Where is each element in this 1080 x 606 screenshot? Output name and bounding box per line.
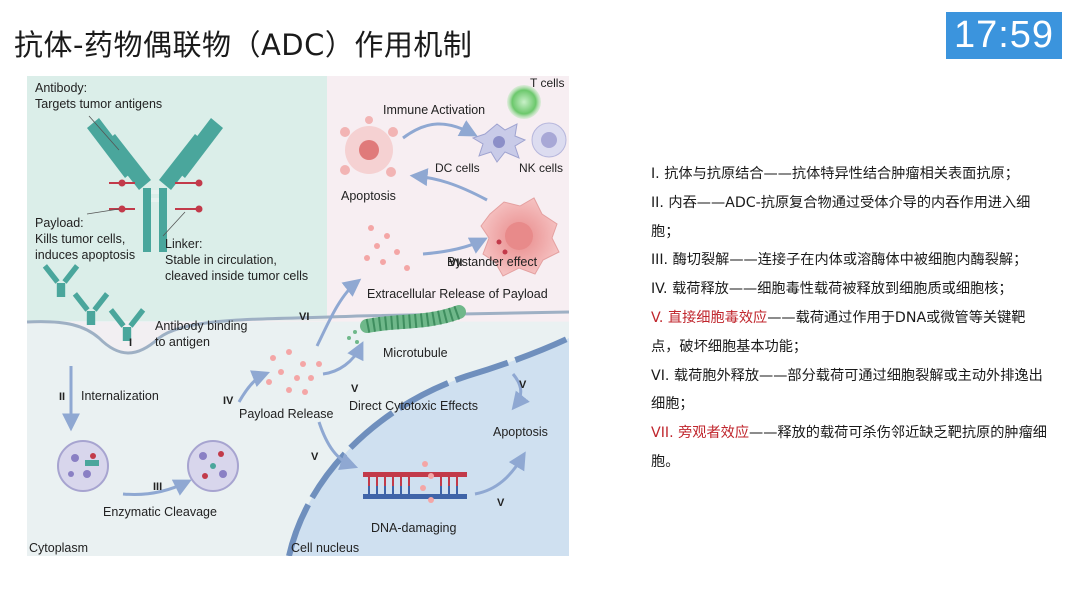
- payload-pointer: [86, 208, 120, 215]
- apoptosis-right-label: Apoptosis: [493, 425, 548, 439]
- enzymatic-cleavage-label: Enzymatic Cleavage: [103, 505, 217, 519]
- direct-cytotoxic-label: Direct Cytotoxic Effects: [349, 399, 478, 413]
- internalization-label: Internalization: [81, 389, 159, 403]
- step-highlight: VII. 旁观者效应: [651, 425, 750, 442]
- immune-activation-label: Immune Activation: [383, 103, 485, 117]
- step-ii-label: II: [59, 391, 65, 403]
- payload-desc-1: Kills tumor cells,: [35, 232, 125, 246]
- step-text: VI. 载荷胞外释放——部分载荷可通过细胞裂解或主动外排逸出细胞；: [651, 367, 1043, 413]
- bystander-to-apoptosis-arrow: [409, 168, 488, 202]
- step-item-vi: VI. 载荷胞外释放——部分载荷可通过细胞裂解或主动外排逸出细胞；: [651, 362, 1051, 420]
- payload-dot: [118, 205, 126, 213]
- step-text: III. 酶切裂解——连接子在内体或溶酶体中被细胞内酶裂解；: [651, 252, 1028, 269]
- step-text: ——载荷通过作用于DNA或微管等关键靶点，破坏细胞基本功能；: [651, 309, 1026, 355]
- cell-nucleus-label: Cell nucleus: [291, 541, 359, 555]
- dc-cells-label: DC cells: [435, 161, 480, 175]
- antibody-pointer: [88, 115, 120, 151]
- adc-mechanism-diagram: Antibody: Targets tumor antigens Payload…: [27, 76, 569, 556]
- nk-cell-icon: [531, 122, 567, 158]
- to-apoptosis-arrow-1: [511, 373, 530, 411]
- linker-label: Linker:: [165, 237, 203, 251]
- diagram-canvas: Antibody: Targets tumor antigens Payload…: [27, 76, 569, 556]
- dc-cell-icon: [471, 123, 527, 163]
- apoptotic-cell-icon: [340, 116, 398, 177]
- bystander-arrow: [422, 237, 488, 256]
- cell-membrane-outside: [27, 314, 569, 352]
- nk-cells-label: NK cells: [519, 161, 563, 175]
- linker-desc-2: cleaved inside tumor cells: [165, 269, 308, 283]
- step-highlight: V. 直接细胞毒效应: [651, 309, 768, 326]
- linker-desc-1: Stable in circulation,: [165, 253, 277, 267]
- step-iii-arrow: [122, 479, 192, 496]
- step-text: ——释放的载荷可杀伤邻近缺乏靶抗原的肿瘤细胞。: [651, 425, 1047, 470]
- tumor-cell-icon: [480, 197, 560, 277]
- to-apoptosis-arrow-2: [474, 451, 526, 496]
- extracellular-release-label: Extracellular Release of Payload: [367, 287, 548, 301]
- step-v-label-c: V: [519, 379, 527, 391]
- extracellular-payload-dots: [364, 225, 410, 271]
- binding-label-1: Antibody binding: [155, 319, 247, 333]
- to-dna-arrow: [317, 421, 359, 470]
- cytoplasm-label: Cytoplasm: [29, 541, 88, 555]
- endosome-icon: [57, 440, 109, 492]
- dna-icon: [363, 461, 467, 503]
- adc-binding-icon: [108, 308, 146, 341]
- to-microtubule-arrow: [322, 341, 364, 376]
- binding-label-2: to antigen: [155, 335, 210, 349]
- payload-label: Payload:: [35, 216, 84, 230]
- payload-dot: [195, 179, 203, 187]
- payload-dot: [118, 179, 126, 187]
- t-cell-icon: [507, 85, 541, 119]
- slide-title: 抗体-药物偶联物（ADC）作用机制: [14, 28, 473, 62]
- step-vi-label: VI: [299, 311, 309, 323]
- bystander-effect-label: Bystander effect: [447, 255, 538, 269]
- antibody-icon: [87, 118, 223, 252]
- step-iii-label: III: [153, 481, 162, 493]
- payload-release-label: Payload Release: [239, 407, 334, 421]
- antibody-desc: Targets tumor antigens: [35, 97, 162, 111]
- step-text: I. 抗体与抗原结合——抗体特异性结合肿瘤相关表面抗原；: [651, 166, 1019, 182]
- step-item-vii: VII. 旁观者效应——释放的载荷可杀伤邻近缺乏靶抗原的肿瘤细胞。: [651, 419, 1051, 477]
- step-text: II. 内吞——ADC-抗原复合物通过受体介导的内吞作用进入细胞；: [651, 194, 1031, 240]
- mechanism-steps-list: I. 抗体与抗原结合——抗体特异性结合肿瘤相关表面抗原； II. 内吞——ADC…: [651, 160, 1051, 477]
- step-iv-arrow: [237, 370, 271, 403]
- step-item-v: V. 直接细胞毒效应——载荷通过作用于DNA或微管等关键靶点，破坏细胞基本功能；: [651, 304, 1051, 362]
- payload-desc-2: induces apoptosis: [35, 248, 135, 262]
- step-vi-arrow: [315, 278, 362, 347]
- step-v-label-b: V: [311, 451, 319, 463]
- lysosome-icon: [187, 440, 239, 492]
- step-text: IV. 载荷释放——细胞毒性载荷被释放到细胞质或细胞核；: [651, 281, 1013, 298]
- step-item-iii: III. 酶切裂解——连接子在内体或溶酶体中被细胞内酶裂解；: [651, 246, 1051, 275]
- step-v-label-d: V: [497, 497, 505, 509]
- antibody-label: Antibody:: [35, 81, 87, 95]
- t-cells-label: T cells: [530, 76, 564, 90]
- linker-pointer: [162, 211, 186, 237]
- step-vii-label: VII: [449, 257, 462, 269]
- adc-small-icon: [72, 292, 110, 325]
- adc-small-icon: [42, 264, 80, 297]
- apoptosis-top-label: Apoptosis: [341, 189, 396, 203]
- cell-membrane: [27, 310, 569, 355]
- step-item-i: I. 抗体与抗原结合——抗体特异性结合肿瘤相关表面抗原；: [651, 160, 1051, 189]
- step-item-iv: IV. 载荷释放——细胞毒性载荷被释放到细胞质或细胞核；: [651, 275, 1051, 304]
- step-item-ii: II. 内吞——ADC-抗原复合物通过受体介导的内吞作用进入细胞；: [651, 189, 1051, 247]
- dna-damaging-label: DNA-damaging: [371, 521, 457, 535]
- immune-arrow: [402, 120, 478, 140]
- countdown-timer: 17:59: [946, 12, 1062, 59]
- nuclear-envelope: [286, 335, 569, 556]
- step-i-label: I: [129, 337, 132, 349]
- microtubule-label: Microtubule: [383, 346, 448, 360]
- cell-nucleus-region: [289, 338, 569, 556]
- adc-structure-panel: [27, 76, 327, 321]
- step-v-label-a: V: [351, 383, 359, 395]
- step-iv-label: IV: [223, 395, 234, 407]
- payload-dot: [195, 205, 203, 213]
